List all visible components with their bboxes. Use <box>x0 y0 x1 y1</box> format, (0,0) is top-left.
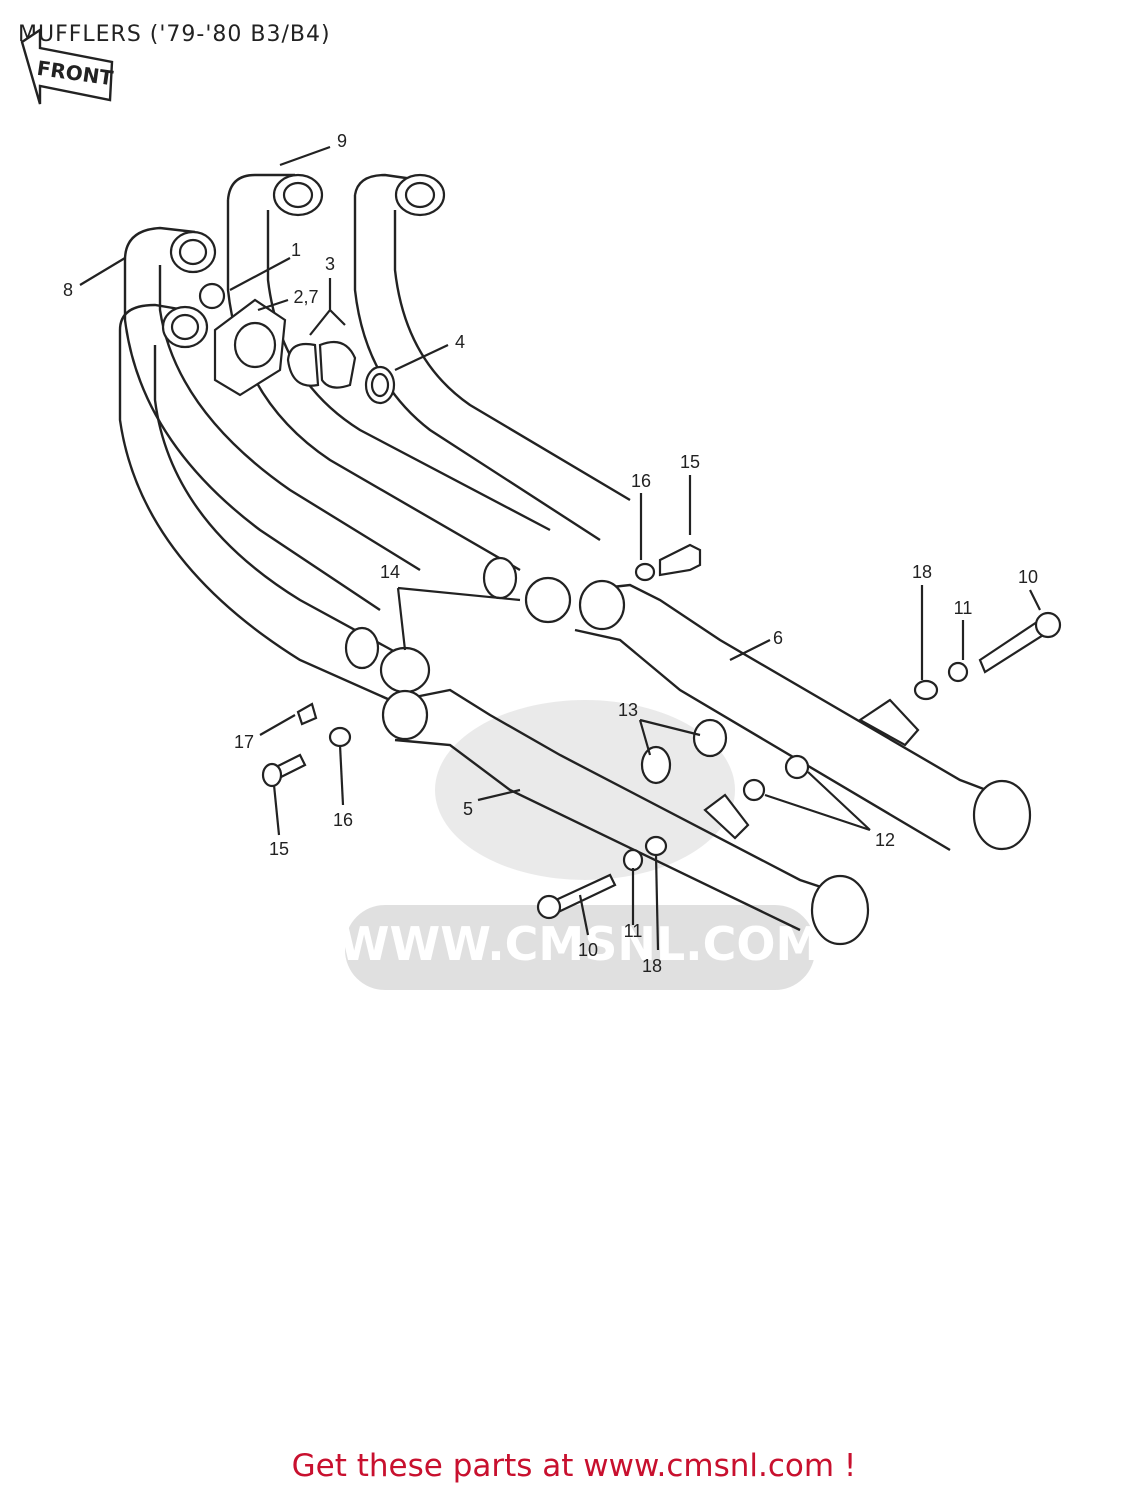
callout-label: 14 <box>380 562 400 582</box>
muffler-right <box>574 579 1032 852</box>
callout-label: 12 <box>875 830 895 850</box>
callout-label: 16 <box>631 471 651 491</box>
callout-label: 5 <box>463 799 473 819</box>
callout-label: 6 <box>773 628 783 648</box>
callout-label: 10 <box>578 940 598 960</box>
footer-link-text[interactable]: Get these parts at www.cmsnl.com ! <box>291 1448 857 1484</box>
front-arrow-icon: FRONT <box>20 27 115 105</box>
callout-label: 8 <box>63 280 73 300</box>
callout-label: 2,7 <box>293 287 318 307</box>
muffler-left <box>381 688 870 946</box>
watermark: WWW.CMSNL.COM <box>339 700 822 990</box>
callout-label: 10 <box>1018 567 1038 587</box>
leader-lines <box>79 145 1041 951</box>
callout-label: 1 <box>291 240 301 260</box>
callout-label: 9 <box>337 131 347 151</box>
callout-label: 18 <box>912 562 932 582</box>
callout-label: 17 <box>234 732 254 752</box>
callout-label: 4 <box>455 332 465 352</box>
callout-label: 16 <box>333 810 353 830</box>
exhaust-header-pipes <box>118 173 631 702</box>
callout-label: 13 <box>618 700 638 720</box>
callout-label: 15 <box>680 452 700 472</box>
page-title: MUFFLERS ('79-'80 B3/B4) <box>18 22 331 47</box>
callout-labels: 9 1 3 2,7 8 4 16 15 14 18 10 11 6 13 17 … <box>63 131 1038 976</box>
callout-label: 11 <box>624 921 643 941</box>
callout-label: 11 <box>954 598 973 618</box>
callout-label: 15 <box>269 839 289 859</box>
callout-label: 18 <box>642 956 662 976</box>
flange-parts <box>198 282 396 405</box>
watermark-text: WWW.CMSNL.COM <box>339 917 822 971</box>
callout-label: 3 <box>325 254 335 274</box>
